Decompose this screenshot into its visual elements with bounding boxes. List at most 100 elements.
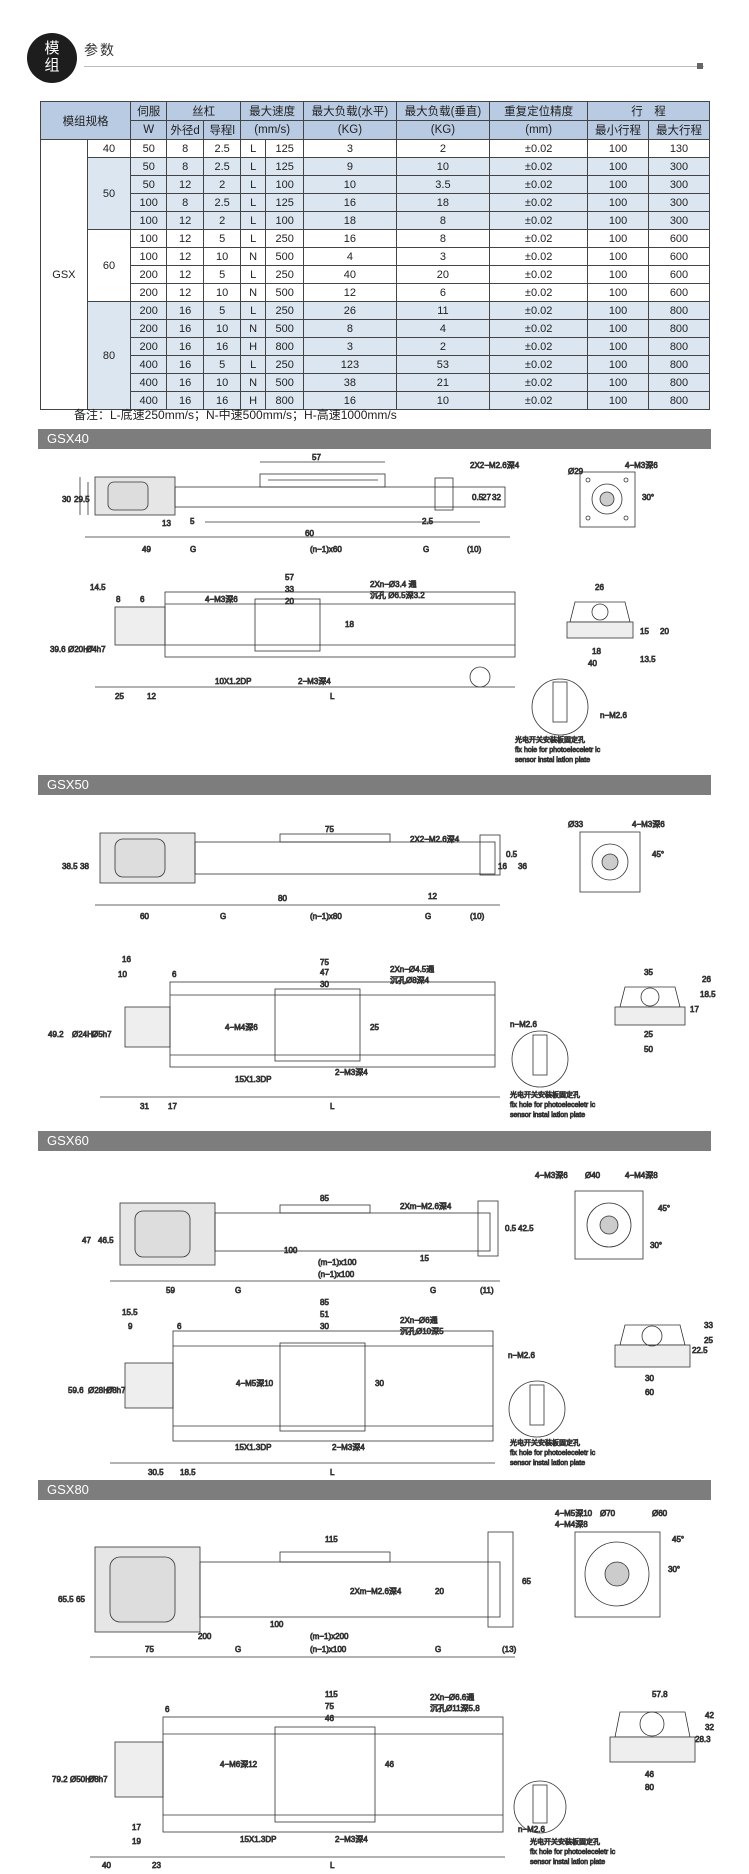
gsx60-t2xn: 2Xn−Ø6通 bbox=[400, 1315, 438, 1325]
gsx40-photo-en1: fix hoie for photoeleceletr ic bbox=[515, 747, 601, 754]
table-cell: L bbox=[240, 157, 267, 176]
table-cell: 6 bbox=[395, 283, 491, 302]
gsx50-t16: 16 bbox=[122, 955, 131, 964]
gsx80-t46c: 46 bbox=[645, 1770, 654, 1779]
gsx80-t80: 80 bbox=[645, 1783, 654, 1792]
table-cell: 18 bbox=[303, 211, 397, 230]
table-cell: ±0.02 bbox=[489, 229, 589, 248]
table-cell: ±0.02 bbox=[489, 373, 589, 392]
gsx80-t46b: 46 bbox=[385, 1760, 394, 1769]
table-cell: 100 bbox=[587, 373, 649, 392]
table-cell: ±0.02 bbox=[489, 193, 589, 212]
table-cell: 2.5 bbox=[203, 157, 242, 176]
gsx50-phi33: Ø33 bbox=[568, 820, 584, 829]
gsx60-tdp: 15X1.3DP bbox=[235, 1443, 271, 1452]
table-cell: 8 bbox=[303, 319, 397, 338]
gsx50-t50: 50 bbox=[644, 1045, 653, 1054]
gsx40-d2-5: 2.5 bbox=[422, 517, 434, 526]
gsx60-t6: 6 bbox=[177, 1322, 182, 1331]
gsx50-photo-en1: fix hoie for photoeleceletr ic bbox=[510, 1102, 596, 1109]
table-cell: ±0.02 bbox=[489, 337, 589, 356]
table-cell: 12 bbox=[303, 283, 397, 302]
table-cell: 50 bbox=[130, 157, 168, 176]
spec-table: 模组规格 伺服 丝杠 最大速度 最大负载(水平) 最大负载(垂直) 重复定位精度… bbox=[39, 101, 710, 410]
table-cell: 5 bbox=[203, 229, 242, 248]
table-cell: 600 bbox=[648, 229, 710, 248]
gsx50-t2xn: 2Xn−Ø4.5通 bbox=[390, 964, 434, 974]
table-cell: 250 bbox=[265, 265, 305, 284]
table-cell: 800 bbox=[265, 391, 305, 410]
badge-char-2: 组 bbox=[44, 56, 60, 74]
table-cell: 100 bbox=[587, 211, 649, 230]
table-cell: 100 bbox=[587, 355, 649, 374]
gsx40-d32: 32 bbox=[492, 493, 501, 502]
table-cell: 600 bbox=[648, 283, 710, 302]
gsx40-phi29: Ø29 bbox=[568, 467, 584, 476]
gsx80-d13: (13) bbox=[502, 1645, 517, 1654]
th-model: 模组规格 bbox=[39, 101, 132, 140]
gsx60-d15: 15 bbox=[420, 1254, 429, 1263]
table-cell: 125 bbox=[265, 157, 305, 176]
gsx60-a45: 45° bbox=[658, 1204, 670, 1213]
gsx60-d0-5: 0.5 bbox=[505, 1224, 517, 1233]
table-cell: 400 bbox=[130, 373, 168, 392]
gsx80-d115: 115 bbox=[325, 1535, 338, 1544]
table-cell: 100 bbox=[130, 247, 168, 266]
table-cell: 10 bbox=[203, 319, 242, 338]
gsx80-a45: 45° bbox=[672, 1535, 684, 1544]
gsx50-g1: G bbox=[220, 912, 226, 921]
table-cell: 250 bbox=[265, 229, 305, 248]
table-cell: 400 bbox=[130, 355, 168, 374]
gsx80-m4: 4−M4深8 bbox=[555, 1520, 588, 1529]
gsx80-phi60: Ø60 bbox=[652, 1509, 668, 1518]
gsx80-h65-5: 65.5 bbox=[58, 1595, 74, 1604]
gsx40-t33: 33 bbox=[285, 585, 294, 594]
table-cell: 10 bbox=[395, 391, 491, 410]
gsx40-t25: 25 bbox=[115, 692, 124, 701]
group-cell: 80 bbox=[86, 301, 132, 410]
table-cell: 5 bbox=[203, 265, 242, 284]
header-square-marker bbox=[697, 63, 703, 69]
table-cell: 38 bbox=[303, 373, 397, 392]
table-cell: 8 bbox=[395, 229, 491, 248]
gsx80-nm: n−M2.6 bbox=[518, 1825, 545, 1834]
gsx60-t30: 30 bbox=[320, 1322, 329, 1331]
gsx40-g1: G bbox=[190, 545, 196, 554]
table-cell: 8 bbox=[166, 193, 205, 212]
gsx40-t20h7: Ø20H7 bbox=[68, 645, 94, 654]
gsx40-t39: 39.6 bbox=[50, 645, 66, 654]
gsx50-end-view bbox=[579, 831, 641, 893]
gsx60-t18-5: 18.5 bbox=[180, 1468, 196, 1477]
gsx40-t12: 12 bbox=[147, 692, 156, 701]
table-cell: N bbox=[240, 247, 267, 266]
gsx50-t2m3: 2−M3深4 bbox=[335, 1068, 368, 1077]
gsx60-m3: 4−M3深6 bbox=[535, 1171, 568, 1180]
gsx80-t57: 57.8 bbox=[652, 1690, 668, 1699]
gsx80-t79: 79.2 bbox=[52, 1775, 68, 1784]
table-cell: ±0.02 bbox=[489, 175, 589, 194]
table-cell: 50 bbox=[130, 175, 168, 194]
series-cell: GSX bbox=[40, 139, 88, 410]
section-badge: 模 组 bbox=[27, 33, 77, 83]
gsx40-t18b: 18 bbox=[592, 647, 601, 656]
speed-note: 备注：L-底速250mm/s；N-中速500mm/s；H-高速1000mm/s bbox=[74, 408, 397, 422]
table-cell: L bbox=[240, 211, 267, 230]
gsx60-phi40: Ø40 bbox=[585, 1171, 601, 1180]
table-cell: 100 bbox=[587, 337, 649, 356]
gsx50-tdp: 15X1.3DP bbox=[235, 1075, 271, 1084]
gsx40-a30: 30° bbox=[642, 493, 654, 502]
gsx60-t28: Ø28H7 bbox=[88, 1386, 114, 1395]
table-cell: 200 bbox=[130, 319, 168, 338]
section-bar-gsx80: GSX80 bbox=[38, 1480, 711, 1500]
gsx50-t17: 17 bbox=[168, 1102, 177, 1111]
gsx60-side-view bbox=[110, 1200, 500, 1282]
table-cell: 300 bbox=[648, 193, 710, 212]
table-cell: 100 bbox=[587, 265, 649, 284]
gsx40-t57: 57 bbox=[285, 573, 294, 582]
gsx60-t85: 85 bbox=[320, 1298, 329, 1307]
section-bar-gsx50: GSX50 bbox=[38, 775, 711, 795]
